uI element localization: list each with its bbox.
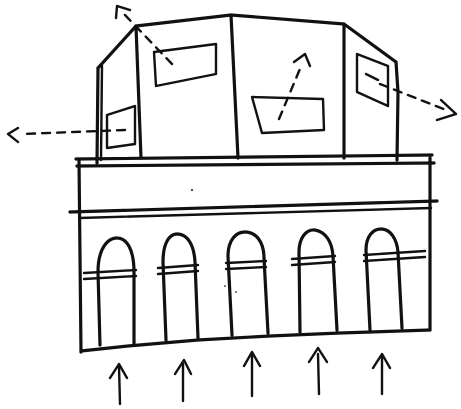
windows <box>105 42 390 150</box>
dashed-arrow-left <box>20 128 127 136</box>
up-arrow-4-shaft <box>316 352 321 396</box>
up-arrow-2-head <box>173 358 193 376</box>
podium-base-line <box>79 328 432 353</box>
podium <box>68 153 439 354</box>
specks <box>190 188 237 293</box>
up-arrow-3-head <box>242 350 262 368</box>
impost-line-1 <box>82 249 427 275</box>
upper-volume-roofline <box>96 13 398 70</box>
window-upper-center <box>152 42 218 88</box>
window-right <box>355 52 390 108</box>
impost-line-2 <box>82 255 427 281</box>
up-arrow-1-head <box>108 362 129 380</box>
window-right-mark <box>364 72 380 82</box>
arch-1 <box>96 236 136 347</box>
podium-cap-top <box>74 153 434 161</box>
dashed-arrow-right <box>378 82 448 112</box>
dashed-arrow-up-right <box>277 62 304 121</box>
up-arrow-1-shaft <box>117 364 122 406</box>
outward-arrows <box>6 4 458 144</box>
arch-5 <box>364 227 404 332</box>
upward-arrows <box>108 346 392 406</box>
impost-band <box>82 249 427 281</box>
arrowhead-left <box>6 126 20 144</box>
upper-volume <box>95 13 400 165</box>
podium-left-wall <box>77 158 83 354</box>
window-center-right <box>250 95 326 135</box>
upper-volume-right-edge <box>394 60 400 162</box>
arches <box>96 227 404 347</box>
arch-2 <box>161 232 200 342</box>
upper-volume-corner-stroke <box>99 64 104 162</box>
speck <box>190 188 194 192</box>
facet-divider-2 <box>229 13 240 160</box>
speck <box>224 285 226 287</box>
podium-cap-bottom <box>75 161 436 168</box>
arrowhead-upper-left <box>114 4 132 20</box>
speck <box>235 291 237 293</box>
podium-band-line-1 <box>68 199 439 214</box>
dashed-arrow-upper-left <box>122 12 174 66</box>
arch-3 <box>226 230 270 337</box>
up-arrow-4-head <box>307 346 329 364</box>
arrowhead-right <box>435 98 458 122</box>
up-arrow-5-head <box>371 352 392 370</box>
arrowhead-up-right <box>292 52 312 68</box>
upper-volume-left-edge <box>95 66 100 165</box>
podium-band-line-2 <box>77 206 433 220</box>
facet-divider-1 <box>134 24 143 160</box>
arch-4 <box>297 228 339 334</box>
window-left <box>105 104 137 150</box>
